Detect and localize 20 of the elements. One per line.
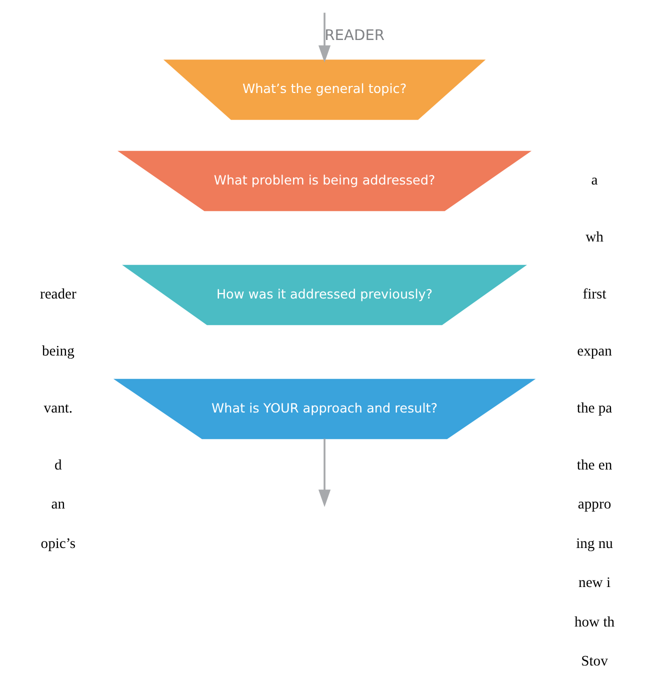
label: the pa bbox=[576, 400, 612, 416]
label: expan bbox=[577, 343, 612, 360]
label: d bbox=[54, 457, 62, 474]
label: being bbox=[42, 343, 74, 360]
label: how th bbox=[574, 614, 615, 630]
edge-label: READER bbox=[324, 26, 385, 44]
arrow bbox=[318, 12, 331, 63]
label: opic’s bbox=[40, 536, 76, 552]
label: ing nu bbox=[576, 536, 613, 552]
label: Stov bbox=[581, 654, 608, 670]
arrow bbox=[318, 438, 331, 507]
label: first bbox=[582, 286, 606, 302]
label: reader bbox=[40, 286, 76, 302]
label: a bbox=[591, 172, 598, 188]
label: new i bbox=[578, 575, 611, 592]
label: wh bbox=[586, 229, 604, 246]
label: vant. bbox=[44, 400, 73, 416]
label: appro bbox=[578, 496, 612, 513]
label: the en bbox=[576, 457, 612, 474]
label: an bbox=[51, 496, 66, 513]
